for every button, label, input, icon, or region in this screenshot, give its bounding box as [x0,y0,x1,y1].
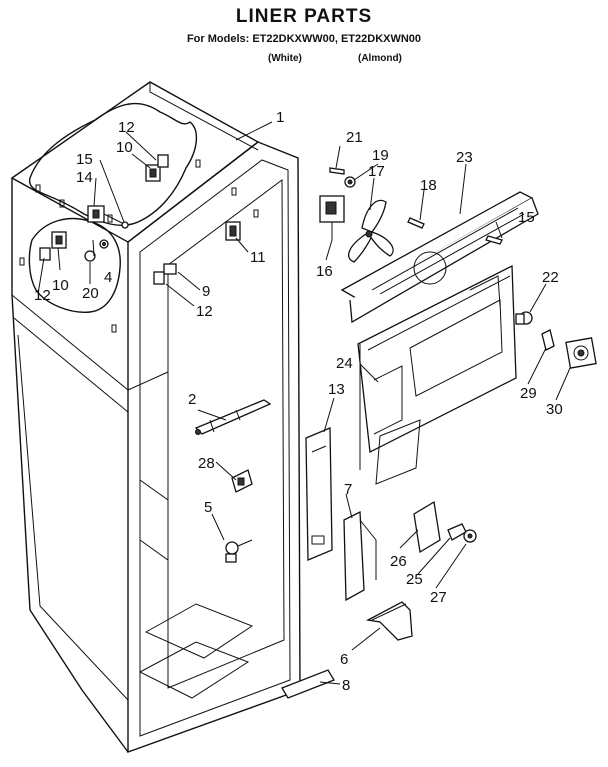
shelf-support-rail [194,399,272,435]
light-switch-upper [145,154,169,182]
callout-28: 28 [198,455,215,472]
variant-almond: (Almond) [358,53,402,64]
thermostat-knob [84,239,109,262]
page-title: LINER PARTS [235,6,373,27]
callout-18: 18 [420,177,437,194]
air-deflector [343,510,377,602]
control-cutaway [28,102,197,313]
callout-29: 29 [520,385,537,402]
callout-20: 20 [82,285,99,302]
evaporator-fan-assembly [319,167,539,324]
freezer-bracket [153,263,177,285]
callout-14: 14 [76,169,93,186]
callout-22: 22 [542,269,559,286]
sensor-bracket [231,469,253,493]
callout-9: 9 [202,283,210,300]
callout-7: 7 [344,481,352,498]
light-socket [225,539,253,563]
callout-10b: 10 [52,277,69,294]
freezer-rear-panel [357,264,517,485]
callout-13: 13 [328,381,345,398]
callout-5: 5 [204,499,212,516]
callout-16: 16 [316,263,333,280]
duct-cover [305,427,333,561]
callout-26: 26 [390,553,407,570]
callout-24: 24 [336,355,353,372]
callout-27: 27 [430,589,447,606]
freezer-light-switch [225,221,241,241]
callout-12c: 12 [34,287,51,304]
callout-15b: 15 [518,209,535,226]
callout-23: 23 [456,149,473,166]
variant-white: (White) [268,53,302,64]
callout-10a: 10 [116,139,133,156]
callout-4: 4 [104,269,112,286]
model-numbers: For Models: ET22DKXWW00, ET22DKXWN00 [186,33,422,45]
door-trim-strip [281,669,335,699]
callout-11: 11 [250,249,266,266]
callout-15a: 15 [76,151,93,168]
callout-6: 6 [340,651,348,668]
callout-25: 25 [406,571,423,588]
callout-30: 30 [546,401,563,418]
defrost-control-assembly [87,205,129,229]
damper-plate [413,500,477,554]
callout-2: 2 [188,391,196,408]
callout-8: 8 [342,677,350,694]
light-switch-lower [39,231,67,261]
leader-lines [37,121,571,685]
callout-1: 1 [276,109,284,126]
callout-labels: 1 2 4 5 6 7 8 9 10 10 11 12 12 12 13 14 … [34,109,563,694]
callout-19: 19 [372,147,389,164]
callout-12a: 12 [118,119,135,136]
callout-21: 21 [346,129,363,146]
heater-bracket [365,601,413,641]
callout-12b: 12 [196,303,213,320]
callout-17: 17 [368,163,385,180]
cabinet-liner [10,81,301,753]
thermostat-assembly [515,311,597,369]
